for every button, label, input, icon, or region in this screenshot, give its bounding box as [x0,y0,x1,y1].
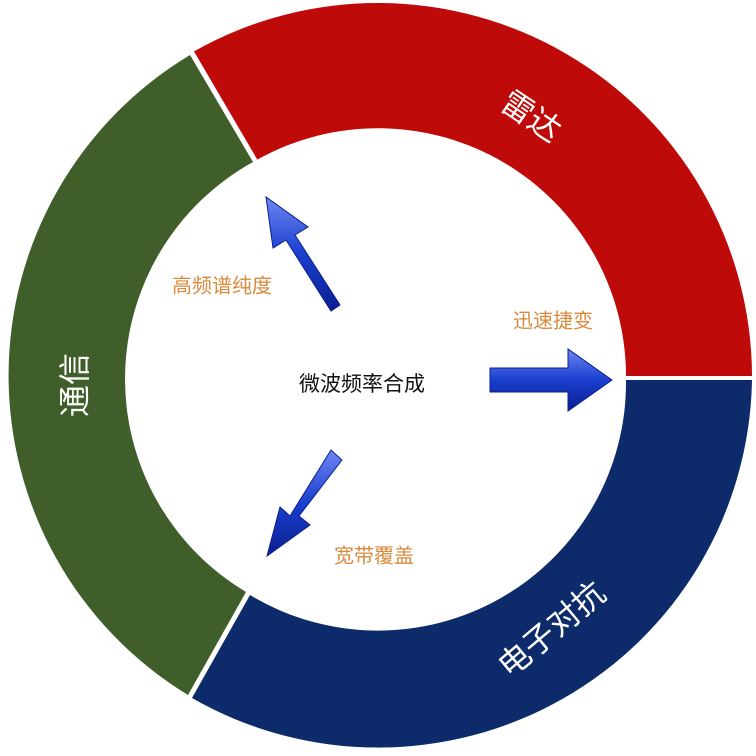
arrow-label-wideband-coverage: 宽带覆盖 [334,544,414,568]
arrow-label-fast-agility: 迅速捷变 [513,309,593,333]
arrow-label-spectral-purity: 高频谱纯度 [172,274,272,298]
segment-electronic-countermeasures [192,380,752,748]
segment-radar [194,3,752,377]
arrow-down-left-icon [266,449,343,558]
segment-communication [8,55,253,695]
center-title: 微波频率合成 [299,372,425,396]
arrow-up-left-icon [265,195,341,312]
arrow-right-icon [489,348,613,412]
segment-label-communication: 通信 [56,353,94,417]
